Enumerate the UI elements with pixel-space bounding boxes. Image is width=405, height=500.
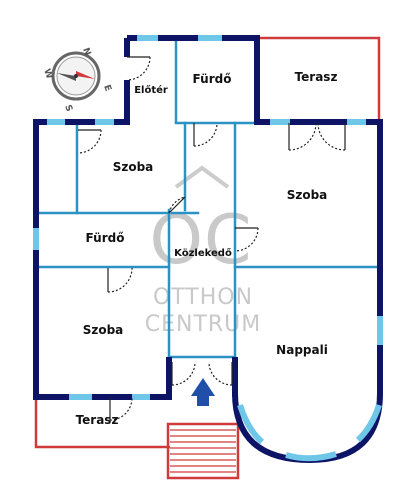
compass-west-label: W: [41, 68, 54, 81]
room-label-nappali: Nappali: [276, 343, 328, 357]
room-label-szoba-left: Szoba: [113, 160, 154, 174]
room-labels: Előtér Fürdő Terasz Szoba Szoba Fürdő Kö…: [76, 70, 338, 427]
doors: [77, 56, 346, 421]
room-label-terasz-top: Terasz: [295, 70, 338, 84]
entrance-arrow: [191, 378, 215, 406]
compass-north-label: N: [80, 47, 92, 58]
compass: N E S W: [41, 47, 113, 114]
room-label-eloter: Előtér: [134, 84, 168, 96]
compass-east-label: E: [101, 84, 113, 93]
room-label-kozlekedo: Közlekedő: [174, 247, 232, 259]
windows: [33, 35, 383, 462]
terrace-outlines: [34, 36, 381, 480]
room-label-szoba-right: Szoba: [287, 188, 328, 202]
room-label-furdo-left: Fürdő: [86, 231, 125, 245]
compass-south-label: S: [62, 104, 74, 114]
top-terrace-outline: [258, 36, 381, 122]
room-label-szoba-bottom: Szoba: [83, 323, 124, 337]
bottom-terrace-outline: [34, 397, 170, 449]
room-label-terasz-bottom: Terasz: [76, 413, 119, 427]
entrance-steps-outline: [166, 422, 240, 480]
watermark-line2: CENTRUM: [145, 312, 262, 337]
compass-needle-south: [57, 73, 76, 81]
compass-needle-north: [76, 71, 95, 79]
entrance-steps: [170, 429, 236, 473]
room-label-furdo-top: Fürdő: [193, 72, 232, 86]
